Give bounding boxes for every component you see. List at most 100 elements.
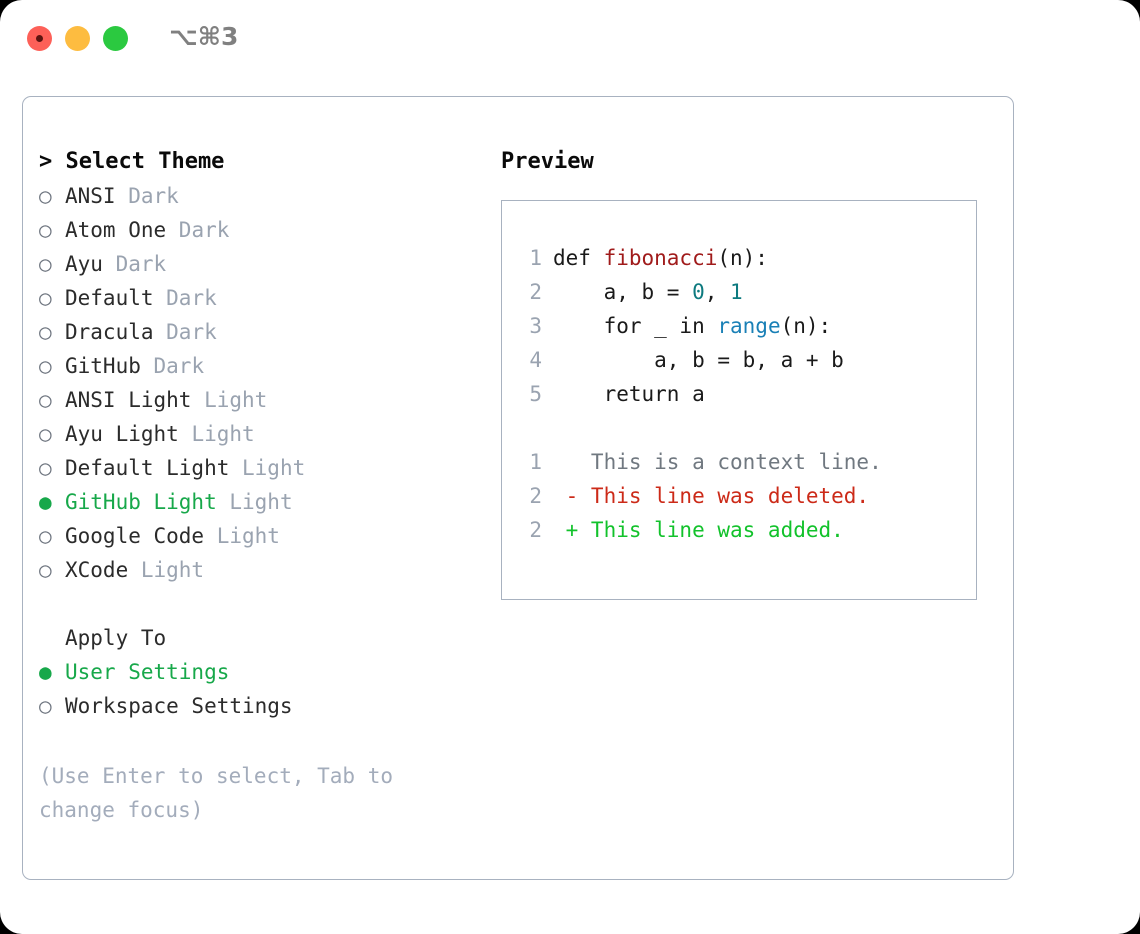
code-gap <box>520 411 882 445</box>
keyboard-shortcut-label: ⌥⌘3 <box>169 22 239 51</box>
title-bar: ⌥⌘3 <box>0 0 1140 78</box>
line-number: 2 <box>529 518 542 542</box>
theme-option-kind: Dark <box>115 252 167 276</box>
theme-option-kind: Dark <box>166 320 217 344</box>
line-number: 3 <box>529 314 542 338</box>
radio-unselected-icon: ○ <box>39 184 52 208</box>
radio-unselected-icon: ○ <box>39 524 52 548</box>
theme-option[interactable]: ○ ANSI Light Light <box>39 383 479 417</box>
code-line: 2 a, b = 0, 1 <box>520 275 882 309</box>
theme-option-kind: Light <box>191 422 255 446</box>
code-token: fibonacci <box>603 246 718 270</box>
code-token: (n): <box>780 314 832 338</box>
apply-to-header-label: Apply To <box>65 626 167 650</box>
theme-option-kind: Light <box>229 490 293 514</box>
apply-to-option[interactable]: ●User Settings <box>39 655 479 689</box>
code-token: range <box>717 314 781 338</box>
radio-unselected-icon: ○ <box>39 218 52 242</box>
theme-option-label: Atom One <box>65 218 179 242</box>
theme-option-kind: Light <box>140 558 205 582</box>
theme-option-label: Default <box>65 286 167 310</box>
radio-unselected-icon: ○ <box>39 558 52 582</box>
line-number: 2 <box>529 484 542 508</box>
radio-unselected-icon: ○ <box>39 354 52 378</box>
theme-selector-column: > Select Theme ○ANSI Dark○Atom One Dark○… <box>39 145 479 723</box>
theme-option-label: ANSI Light <box>65 388 205 412</box>
apply-to-option-label: Workspace Settings <box>65 694 293 718</box>
theme-list[interactable]: ○ ANSI Dark ○ Atom One Dark ○ Ayu Dark ○ Defaul… <box>39 179 479 587</box>
main-panel: > Select Theme ○ANSI Dark○Atom One Dark○… <box>22 96 1014 880</box>
theme-option-kind: Light <box>242 456 306 480</box>
maximize-button[interactable] <box>103 26 128 51</box>
radio-unselected-icon: ○ <box>39 286 52 310</box>
theme-option[interactable]: ○ Default Light Light <box>39 451 479 485</box>
theme-option-label: XCode <box>65 558 141 582</box>
theme-option-kind: Light <box>216 524 280 548</box>
code-token: 1 <box>730 280 743 304</box>
radio-selected-icon: ● <box>39 490 52 514</box>
theme-option-label: Ayu <box>65 252 116 276</box>
minimize-button[interactable] <box>65 26 90 51</box>
line-number: 1 <box>529 450 542 474</box>
code-token: def <box>553 246 604 270</box>
diff-line: 2 + This line was added. <box>520 513 882 547</box>
theme-option[interactable]: ○ XCode Light <box>39 553 479 587</box>
theme-option[interactable]: ○ Dracula Dark <box>39 315 479 349</box>
apply-to-option-label: User Settings <box>65 660 230 684</box>
theme-option-label: Dracula <box>65 320 167 344</box>
keyboard-hint: (Use Enter to select, Tab to change focu… <box>39 764 394 822</box>
code-token: (n): <box>717 246 768 270</box>
diff-line: 2 - This line was deleted. <box>520 479 882 513</box>
theme-option-label: ANSI <box>65 184 129 208</box>
list-spacer <box>39 587 479 621</box>
code-token: a, b = <box>553 280 693 304</box>
line-number: 5 <box>529 382 542 406</box>
apply-to-header: ●Apply To <box>39 621 479 655</box>
theme-option-kind: Light <box>204 388 268 412</box>
code-token: for _ in <box>553 314 718 338</box>
theme-option[interactable]: ○ Ayu Dark <box>39 247 479 281</box>
theme-option[interactable]: ○ Ayu Light Light <box>39 417 479 451</box>
select-theme-header: > Select Theme <box>39 149 225 174</box>
line-number: 1 <box>529 246 542 270</box>
diff-text: - This line was deleted. <box>553 484 870 508</box>
radio-unselected-icon: ○ <box>39 388 52 412</box>
theme-option-kind: Dark <box>128 184 179 208</box>
apply-to-list[interactable]: ●User Settings ○ Workspace Settings <box>39 655 479 723</box>
code-line: 3 for _ in range(n): <box>520 309 882 343</box>
theme-option[interactable]: ○ Google Code Light <box>39 519 479 553</box>
theme-option-label: Ayu Light <box>65 422 192 446</box>
code-token: a, b = b, a + b <box>553 348 844 372</box>
theme-option[interactable]: ○GitHub Dark <box>39 349 479 383</box>
line-number: 4 <box>529 348 542 372</box>
code-token: 0 <box>692 280 705 304</box>
radio-unselected-icon: ○ <box>39 422 52 446</box>
code-line: 4 a, b = b, a + b <box>520 343 882 377</box>
theme-option[interactable]: ○ ANSI Dark <box>39 179 479 213</box>
theme-option-kind: Dark <box>153 354 205 378</box>
diff-text: + This line was added. <box>553 518 844 542</box>
code-line: 1 def fibonacci(n): <box>520 241 882 275</box>
diff-text: This is a context line. <box>553 450 882 474</box>
radio-unselected-icon: ○ <box>39 694 52 718</box>
preview-title: Preview <box>501 149 594 174</box>
code-line: 5 return a <box>520 377 882 411</box>
theme-option-label: Default Light <box>65 456 243 480</box>
theme-option-label: Google Code <box>65 524 217 548</box>
traffic-lights <box>27 26 128 51</box>
theme-option[interactable]: ●GitHub Light Light <box>39 485 479 519</box>
theme-option-kind: Dark <box>178 218 230 242</box>
close-button[interactable] <box>27 26 52 51</box>
radio-unselected-icon: ○ <box>39 252 52 276</box>
theme-option[interactable]: ○ Default Dark <box>39 281 479 315</box>
radio-unselected-icon: ○ <box>39 456 52 480</box>
radio-unselected-icon: ○ <box>39 320 52 344</box>
code-token: return a <box>553 382 705 406</box>
theme-option-kind: Dark <box>166 286 217 310</box>
line-number: 2 <box>529 280 542 304</box>
theme-option[interactable]: ○ Atom One Dark <box>39 213 479 247</box>
apply-to-option[interactable]: ○ Workspace Settings <box>39 689 479 723</box>
